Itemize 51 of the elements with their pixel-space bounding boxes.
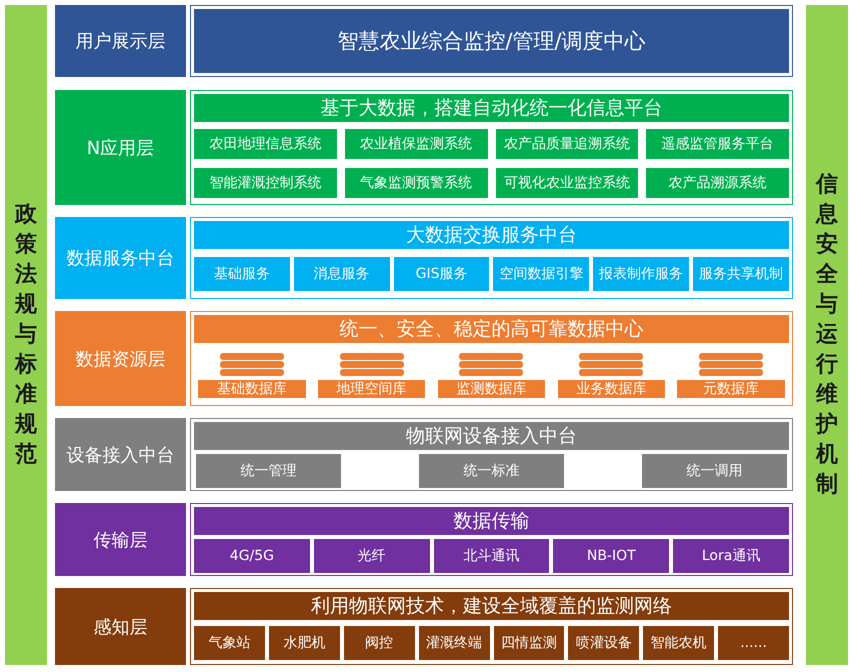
item-box: 可视化农业监控系统 (496, 168, 638, 198)
item-box: 基础数据库 (198, 380, 306, 398)
header-bar: 物联网设备接入中台 (194, 422, 789, 450)
item-box: 基础服务 (194, 257, 290, 291)
item-box: 业务数据库 (558, 380, 666, 398)
item-box: 北斗通讯 (434, 539, 550, 573)
layer-label: 用户展示层 (55, 5, 186, 77)
item-box: 农产品溯源系统 (646, 168, 789, 198)
item-box: 农田地理信息系统 (194, 128, 337, 159)
header-bar: 基于大数据，搭建自动化统一化信息平台 (194, 94, 789, 122)
item-box: 气象站 (194, 626, 265, 660)
item-box: 监测数据库 (438, 380, 546, 398)
header-bar: 智慧农业综合监控/管理/调度中心 (194, 9, 789, 73)
item-box: 统一标准 (419, 454, 564, 488)
layer-label: 传输层 (55, 503, 186, 576)
item-box: 喷灌设备 (568, 626, 640, 660)
header-bar: 大数据交换服务中台 (194, 221, 789, 249)
item-box: 消息服务 (294, 257, 390, 291)
item-box: 气象监测预警系统 (344, 168, 488, 198)
header-bar: 统一、安全、稳定的高可靠数据中心 (194, 315, 789, 343)
item-box: 4G/5G (194, 539, 310, 573)
item-box: 统一管理 (196, 454, 341, 488)
item-box: 智能农机 (643, 626, 714, 660)
item-box: ...... (718, 626, 789, 660)
item-box: NB-IOT (553, 539, 670, 573)
layer-label: 数据资源层 (55, 311, 186, 406)
item-box: 地理空间库 (318, 380, 426, 398)
item-box: 灌溉终端 (418, 626, 490, 660)
item-box: 四情监测 (494, 626, 564, 660)
side-bar: 政策法规与标准规范 (5, 5, 47, 665)
item-box: 农产品质量追溯系统 (496, 128, 638, 159)
item-box: 水肥机 (268, 626, 340, 660)
layer-label: 感知层 (55, 588, 186, 665)
item-box: 报表制作服务 (593, 257, 690, 291)
item-box: GIS服务 (394, 257, 490, 291)
item-box: 农业植保监测系统 (344, 128, 488, 159)
item-box: Lora通讯 (673, 539, 789, 573)
item-box: 光纤 (314, 539, 430, 573)
header-bar: 利用物联网技术，建设全域覆盖的监测网络 (194, 592, 789, 620)
layer-label: 设备接入中台 (55, 418, 186, 491)
layer-label: 数据服务中台 (55, 217, 186, 299)
header-bar: 数据传输 (194, 507, 789, 535)
item-box: 阀控 (344, 626, 415, 660)
item-box: 统一调用 (642, 454, 787, 488)
item-box: 空间数据引擎 (493, 257, 590, 291)
layer-label: N应用层 (55, 90, 186, 205)
item-box: 智能灌溉控制系统 (194, 168, 337, 198)
item-box: 元数据库 (677, 380, 785, 398)
side-bar: 信息安全与运行维护机制 (806, 5, 848, 665)
item-box: 服务共享机制 (693, 257, 789, 291)
item-box: 遥感监管服务平台 (646, 128, 789, 159)
